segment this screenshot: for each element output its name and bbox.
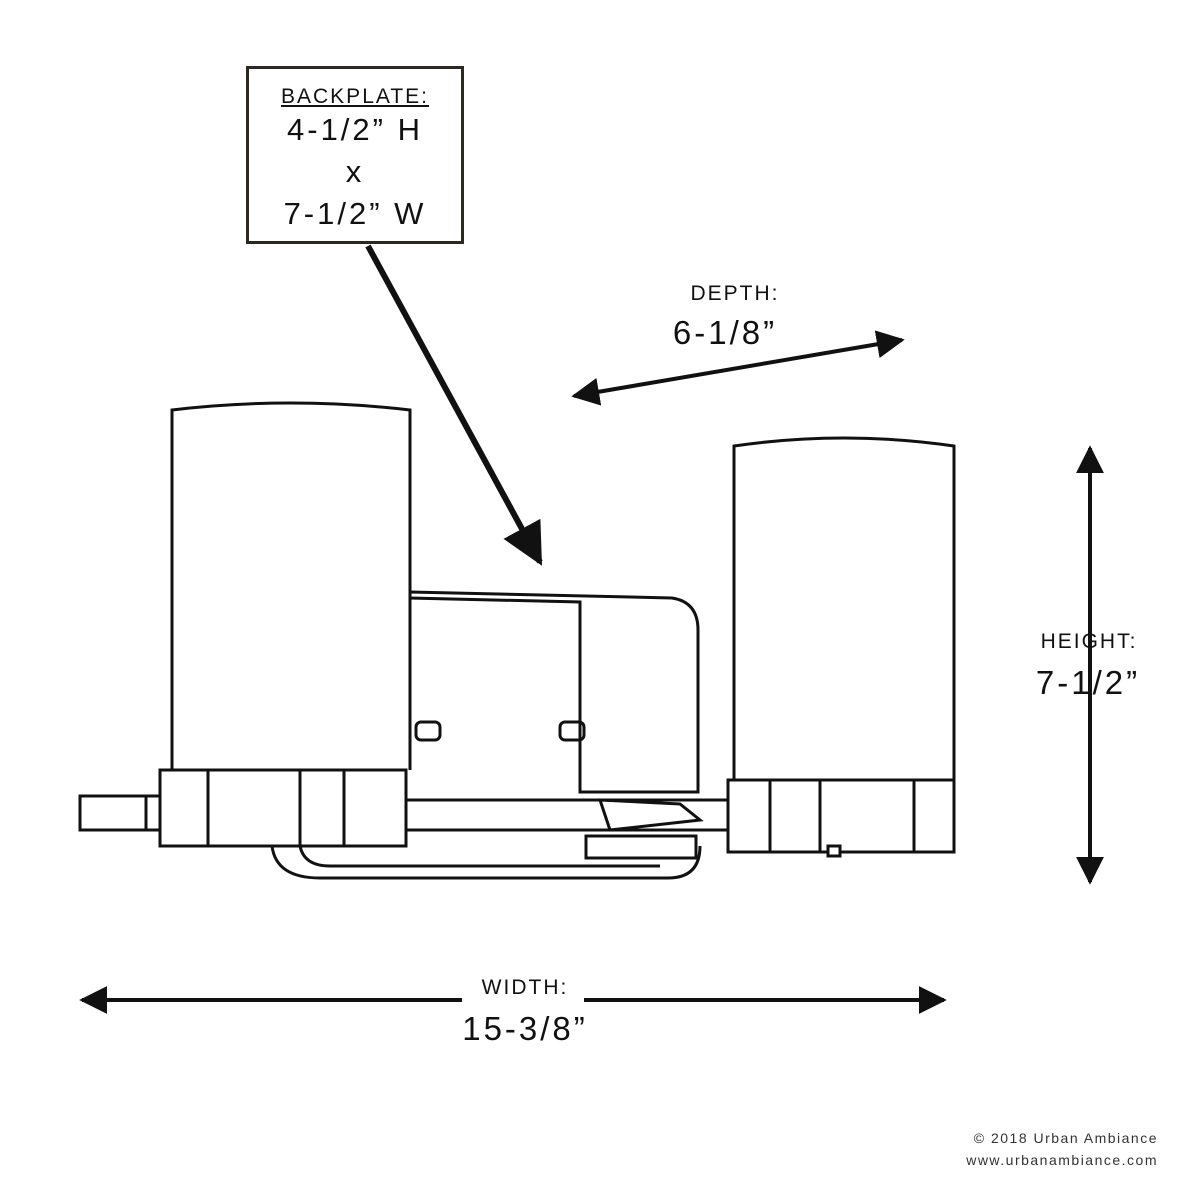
depth-arrow [571,330,905,406]
backplate-separator: x [345,154,365,189]
mounting-screw-right [558,720,586,742]
backplate-height: 4-1/2” H [287,112,423,147]
right-glass-shade [732,436,956,780]
website-text: www.urbanambiance.com [966,1152,1158,1168]
depth-value: 6-1/8” [672,314,778,351]
backplate-pointer-arrow [365,244,543,566]
backplate-width: 7-1/2” W [283,196,427,231]
height-label: HEIGHT: [1040,630,1138,653]
depth-label: DEPTH: [690,282,780,305]
light-fixture [78,401,956,880]
height-value: 7-1/2” [1035,664,1141,701]
left-glass-shade [170,401,412,770]
backplate-body [408,590,700,794]
left-end-stub [78,794,162,832]
copyright-text: © 2018 Urban Ambiance [973,1130,1158,1146]
lower-curved-support [270,845,702,880]
mounting-screw-left [414,720,442,742]
backplate-callout-box: BACKPLATE: 4-1/2” H x 7-1/2” W [246,66,464,244]
width-label: WIDTH: [481,976,569,999]
right-shade-holder [726,778,956,854]
left-shade-holder [158,768,408,848]
width-value: 15-3/8” [462,1010,588,1047]
backplate-label: BACKPLATE: [281,85,429,108]
